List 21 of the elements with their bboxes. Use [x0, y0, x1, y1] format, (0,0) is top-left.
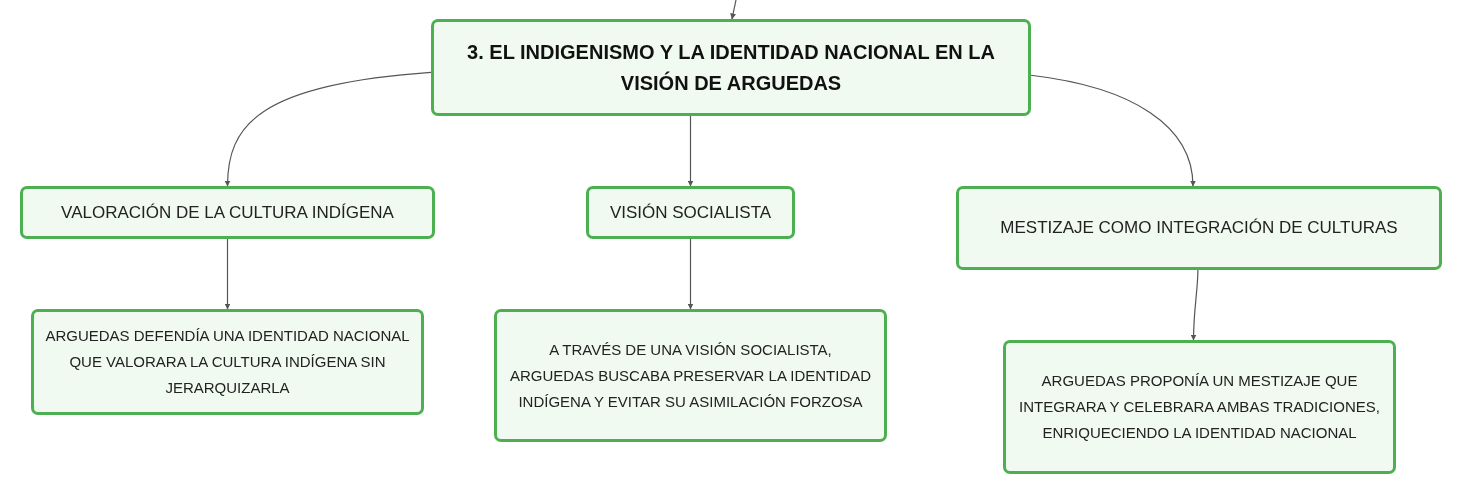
connector-arrow — [730, 0, 737, 20]
connector-arrow — [1030, 74, 1196, 187]
connector-arrow — [224, 71, 432, 187]
topic-box — [431, 19, 1031, 116]
subtopic-box — [586, 186, 795, 239]
detail-box — [494, 309, 887, 442]
subtopic-box — [20, 186, 435, 239]
node-text: VISIÓN SOCIALISTA — [609, 201, 772, 224]
node-text: ARGUEDAS DEFENDÍA UNA IDENTIDAD NACIONAL QUE VALORARA LA CULTURA INDÍGENA SIN JERARQUIZARLA — [44, 326, 411, 398]
subtopic-box — [956, 186, 1442, 270]
connector-arrow — [687, 238, 694, 310]
detail-box — [31, 309, 424, 415]
detail-box — [1003, 340, 1396, 474]
node-text: 3. EL INDIGENISMO Y LA IDENTIDAD NACIONAL EN LA VISIÓN DE ARGUEDAS — [466, 39, 996, 96]
connector-arrow — [224, 238, 231, 310]
connector-arrow — [687, 115, 694, 187]
connector-arrow — [1190, 269, 1199, 341]
node-text: MESTIZAJE COMO INTEGRACIÓN DE CULTURAS — [1000, 217, 1398, 239]
node-text: A TRAVÉS DE UNA VISIÓN SOCIALISTA, ARGUEDAS BUSCABA PRESERVAR LA IDENTIDAD INDÍGENA Y EVITAR SU ASIMILACIÓN FORZOSA — [508, 339, 873, 412]
node-text: VALORACIÓN DE LA CULTURA INDÍGENA — [61, 201, 394, 224]
node-text: ARGUEDAS PROPONÍA UN MESTIZAJE QUE INTEGRARA Y CELEBRARA AMBAS TRADICIONES, ENRIQUECIENDO LA IDENTIDAD NACIONAL — [1018, 371, 1381, 443]
